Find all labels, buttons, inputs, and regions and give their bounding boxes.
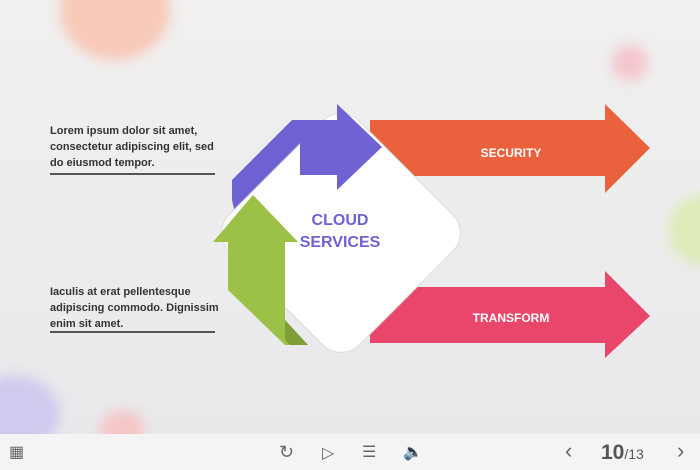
text-block-1: Lorem ipsum dolor sit amet, consectetur … xyxy=(50,125,214,169)
security-arrow[interactable] xyxy=(370,104,650,193)
green-arrow-fold xyxy=(285,320,308,345)
player-bar: ▦ ↻ ▷ ☰ 🔈 ‹ 10/13 › xyxy=(0,434,700,470)
menu-grid-icon[interactable]: ▦ xyxy=(9,444,25,461)
center-title-line1: CLOUD xyxy=(312,212,369,229)
page-counter: 10/13 xyxy=(601,441,644,465)
text-block-2: Iaculis at erat pellentesque adipiscing … xyxy=(50,286,219,330)
decor-bubble xyxy=(612,45,648,81)
diagram: CLOUD SERVICES SECURITY TRANSFORM xyxy=(213,104,650,358)
divider xyxy=(50,331,215,333)
purple-arrow-head xyxy=(300,104,382,190)
next-icon[interactable]: › xyxy=(677,438,685,463)
transform-label: TRANSFORM xyxy=(473,311,550,325)
volume-icon[interactable]: 🔈 xyxy=(403,444,423,461)
play-icon[interactable]: ▷ xyxy=(322,445,335,462)
current-page: 10 xyxy=(601,441,625,464)
previous-icon[interactable]: ‹ xyxy=(565,438,573,463)
security-label: SECURITY xyxy=(481,146,542,160)
divider xyxy=(50,173,215,175)
center-title-line2: SERVICES xyxy=(300,234,381,251)
slide: Lorem ipsum dolor sit amet, consectetur … xyxy=(0,0,700,434)
notes-icon[interactable]: ☰ xyxy=(362,444,377,461)
replay-icon[interactable]: ↻ xyxy=(279,442,295,462)
total-pages: /13 xyxy=(624,446,644,462)
green-arrow xyxy=(213,195,308,345)
transform-arrow[interactable] xyxy=(370,271,650,358)
